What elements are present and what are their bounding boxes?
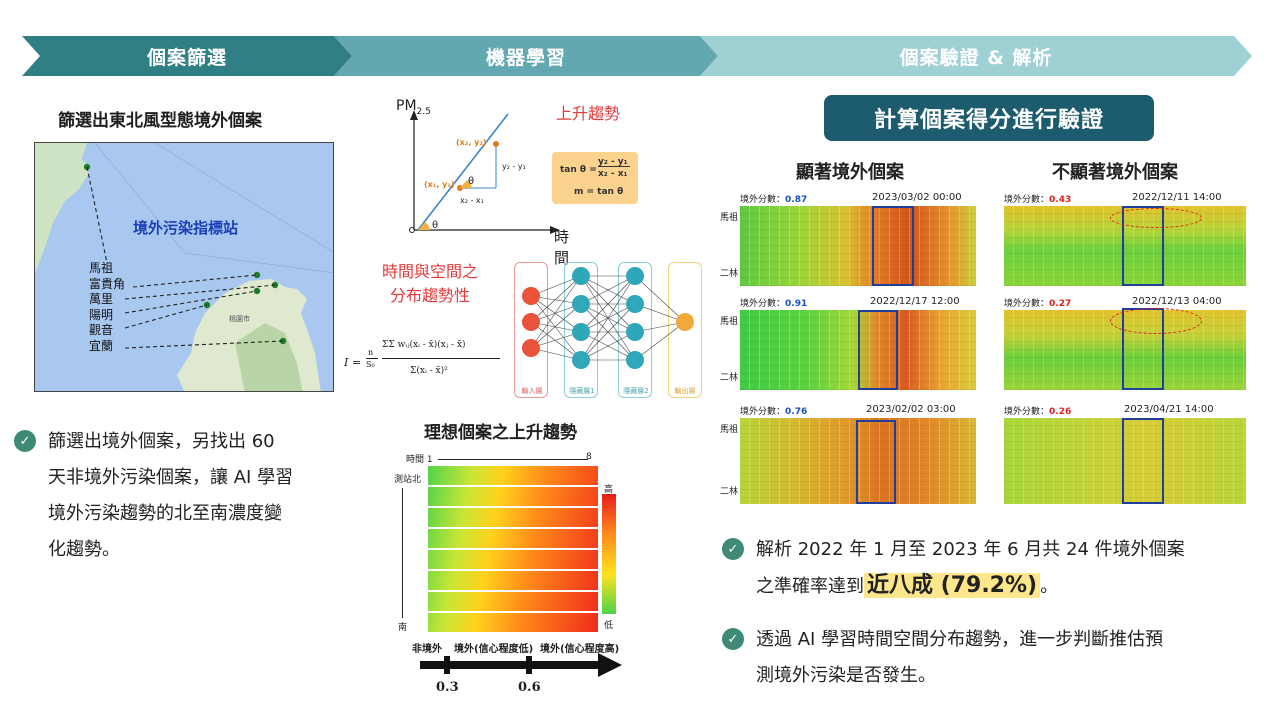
case-panel-nonsig-3: 境外分數：0.26 2023/04/21 14:00 [1004, 404, 1252, 504]
nn-input-layer [514, 262, 548, 398]
non-significant-title: 不顯著境外個案 [1052, 162, 1178, 183]
station-label: 觀音 [89, 323, 114, 337]
heatmap [1004, 418, 1246, 504]
significant-title: 顯著境外個案 [796, 162, 904, 183]
check-icon: ✓ [722, 628, 744, 650]
nn-graph [522, 267, 694, 369]
scale-tick-0-3 [444, 656, 450, 674]
marker-yilan [279, 337, 287, 345]
highlight-box [1122, 418, 1164, 504]
validation-title: 計算個案得分進行驗證 [824, 95, 1154, 141]
scale-arrow-shaft [420, 661, 602, 669]
check-icon: ✓ [14, 430, 36, 452]
nn-hidden-layer-1 [564, 262, 598, 398]
case-panel-sig-1: 境外分數：0.87 2023/03/02 00:00 馬祖 二林 [720, 192, 988, 288]
step-case-screening: 個案篩選 [22, 36, 352, 76]
slope-diagram: PM2.5 (x₂, y₂) (x₁, y₁) y₂ - y₁ x₂ - x₁ … [396, 98, 576, 267]
y-axis-label: PM [396, 98, 417, 114]
left-bullet: ✓ 篩選出境外個案，另找出 60 天非境外污染個案，讓 AI 學習 境外污染趨勢… [14, 424, 344, 568]
left-title: 篩選出東北風型態境外個案 [58, 111, 262, 131]
heatmap [740, 418, 976, 504]
ideal-trend-title: 理想個案之上升趨勢 [424, 423, 577, 443]
scale-arrow-head [598, 653, 622, 677]
station-label: 陽明 [89, 307, 114, 322]
marker-fuguijiao [253, 271, 261, 279]
slope-formula: tan θ = y₂ - y₁ x₂ - x₁ m = tan θ [552, 152, 638, 204]
case-panel-nonsig-2: 境外分數：0.27 2022/12/13 04:00 [1004, 296, 1252, 392]
step-validation: 個案驗證 & 解析 [700, 36, 1252, 76]
color-scale-bar [602, 494, 616, 614]
accuracy-highlight: 近八成 (79.2%) [864, 573, 1041, 598]
taiwan-map-graphic: 桃園市 [35, 143, 333, 391]
scale-label-non: 非境外 [412, 644, 442, 655]
neural-network-diagram: 輸入層 隱藏層1 隱藏層2 輸出層 [512, 260, 708, 402]
map-city-label: 桃園市 [229, 314, 250, 323]
dashed-ellipse [1110, 208, 1202, 228]
highlight-box [1122, 206, 1164, 286]
station-list: 馬祖 富貴角 萬里 陽明 觀音 宜蘭 [89, 261, 125, 354]
case-panel-sig-2: 境外分數：0.91 2022/12/17 12:00 馬祖 二林 [720, 296, 988, 392]
left-bullet-text: 篩選出境外個案，另找出 60 天非境外污染個案，讓 AI 學習 境外污染趨勢的北… [48, 431, 294, 560]
station-label: 富貴角 [89, 276, 126, 291]
step-machine-learning: 機器學習 [334, 36, 718, 76]
highlight-box [872, 206, 914, 286]
right-bullet-accuracy: ✓ 解析 2022 年 1 月至 2023 年 6 月共 24 件境外個案 之準… [722, 532, 1262, 605]
station-label: 馬祖 [89, 261, 114, 275]
highlight-box [856, 420, 896, 504]
heatmap [740, 206, 976, 286]
station-label: 宜蘭 [89, 338, 114, 353]
station-map: 桃園市 境外污染指標站 馬祖 富貴角 萬里 陽明 觀音 宜蘭 [34, 142, 334, 392]
right-bullet-ai: ✓ 透過 AI 學習時間空間分布趨勢，進一步判斷推估預 測境外污染是否發生。 [722, 622, 1262, 694]
ideal-trend-gradient [428, 466, 598, 632]
case-panel-nonsig-1: 境外分數：0.43 2022/12/11 14:00 [1004, 192, 1252, 288]
scale-label-high: 境外(信心程度高) [540, 644, 620, 655]
highlight-box [858, 310, 898, 390]
map-title: 境外污染指標站 [133, 219, 239, 237]
scale-tick-0-6 [526, 656, 532, 674]
nn-hidden-layer-2 [618, 262, 652, 398]
station-label: 萬里 [89, 292, 114, 306]
ideal-trend-heatmap: 時間 1 8 測站北 南 高 低 [394, 448, 634, 638]
check-icon: ✓ [722, 538, 744, 560]
nn-output-layer [668, 262, 702, 398]
case-panel-sig-3: 境外分數：0.76 2023/02/02 03:00 馬祖 二林 [720, 404, 988, 504]
morans-i-formula: I = n S₀ ΣΣ wᵢⱼ(xᵢ - x̄)(xⱼ - x̄) Σ(xᵢ -… [344, 332, 508, 394]
dashed-ellipse [1110, 308, 1202, 334]
spatial-trend-label: 時間與空間之 分布趨勢性 [381, 262, 478, 305]
scale-label-low: 境外(信心程度低) [454, 644, 534, 655]
trend-label: 上升趨勢 [556, 104, 621, 123]
